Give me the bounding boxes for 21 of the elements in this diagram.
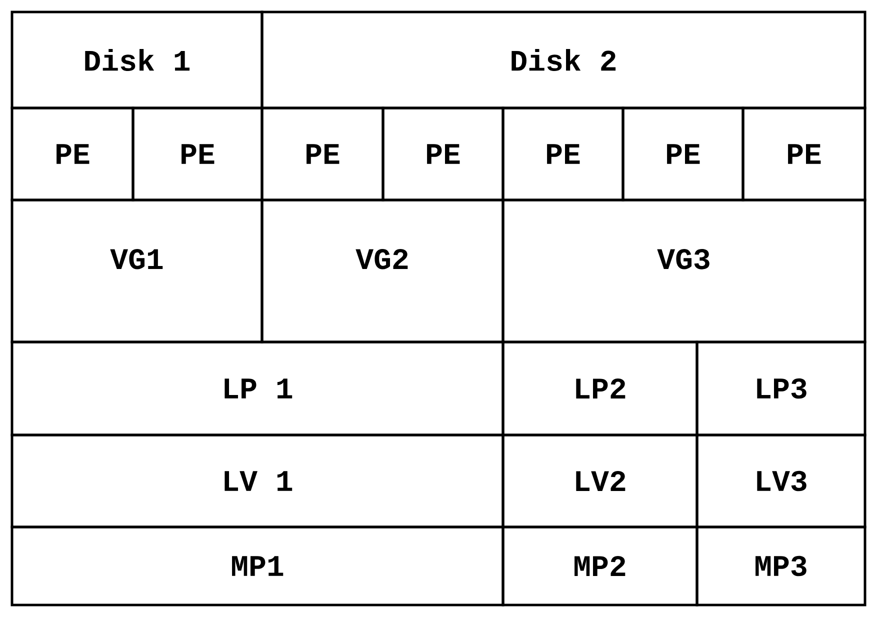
table-cell: LP3: [696, 340, 866, 436]
table-cell: MP2: [502, 526, 698, 606]
table-cell: PE: [382, 106, 504, 202]
table-cell: LV3: [696, 434, 866, 528]
table-cell: VG3: [502, 198, 866, 344]
table-cell: PE: [10, 106, 134, 202]
table-cell: PE: [742, 106, 866, 202]
table-cell: PE: [502, 106, 624, 202]
table-cell: LV 1: [10, 434, 504, 528]
table-cell: LV2: [502, 434, 698, 528]
table-cell: LP 1: [10, 340, 504, 436]
table-cell: MP3: [696, 526, 866, 606]
table-cell: MP1: [10, 526, 504, 606]
table-cell: PE: [132, 106, 264, 202]
table-cell: Disk 1: [10, 10, 264, 110]
table-cell: PE: [260, 106, 384, 202]
table-cell: PE: [622, 106, 744, 202]
table-cell: LP2: [502, 340, 698, 436]
table-cell: Disk 2: [260, 10, 866, 110]
table-cell: VG2: [260, 198, 504, 344]
table-cell: VG1: [10, 198, 264, 344]
